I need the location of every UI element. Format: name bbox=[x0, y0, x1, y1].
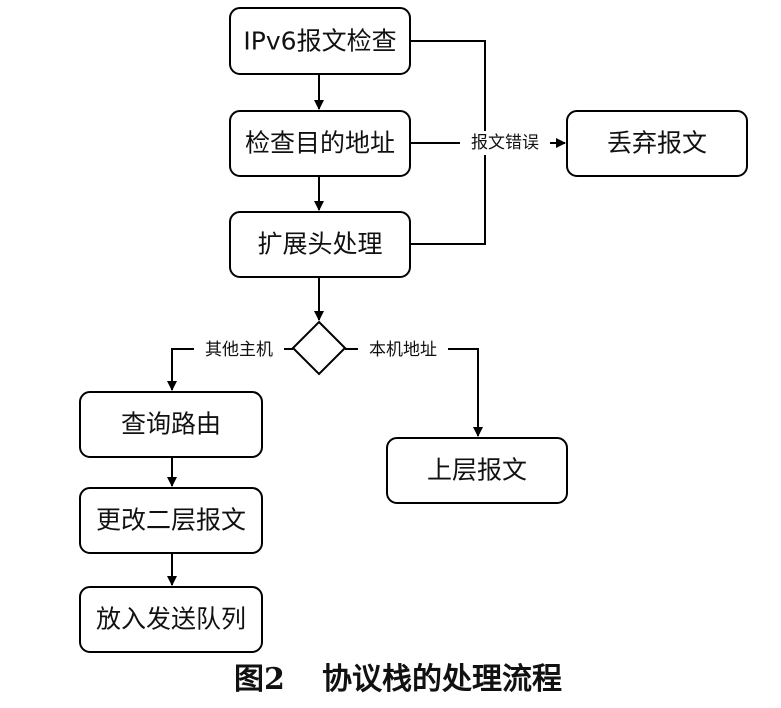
decision-diamond bbox=[291, 320, 347, 376]
node-upper-layer: 上层报文 bbox=[386, 437, 568, 504]
node-lookup-route-label: 查询路由 bbox=[121, 410, 221, 439]
node-upper-layer-label: 上层报文 bbox=[427, 456, 527, 485]
figure-title: 协议栈的处理流程 bbox=[322, 662, 562, 697]
node-enqueue-label: 放入发送队列 bbox=[96, 605, 246, 634]
node-ext-header: 扩展头处理 bbox=[229, 211, 411, 278]
node-discard: 丢弃报文 bbox=[566, 110, 748, 177]
node-enqueue: 放入发送队列 bbox=[79, 586, 263, 653]
node-modify-l2: 更改二层报文 bbox=[79, 487, 263, 554]
node-check-dest-label: 检查目的地址 bbox=[245, 129, 395, 158]
node-ext-header-label: 扩展头处理 bbox=[257, 230, 382, 259]
figure-number: 图2 bbox=[234, 662, 285, 697]
edge-label-error: 报文错误 bbox=[471, 133, 539, 153]
node-ipv6-check-label: IPv6报文检查 bbox=[243, 27, 396, 56]
node-check-dest: 检查目的地址 bbox=[229, 110, 411, 177]
node-lookup-route: 查询路由 bbox=[79, 391, 263, 458]
edge-label-local-addr: 本机地址 bbox=[369, 340, 437, 360]
node-modify-l2-label: 更改二层报文 bbox=[96, 506, 246, 535]
node-discard-label: 丢弃报文 bbox=[607, 129, 707, 158]
edge-label-other-host: 其他主机 bbox=[205, 340, 273, 360]
node-ipv6-check: IPv6报文检查 bbox=[229, 7, 411, 75]
edge-decision-local bbox=[345, 348, 483, 437]
